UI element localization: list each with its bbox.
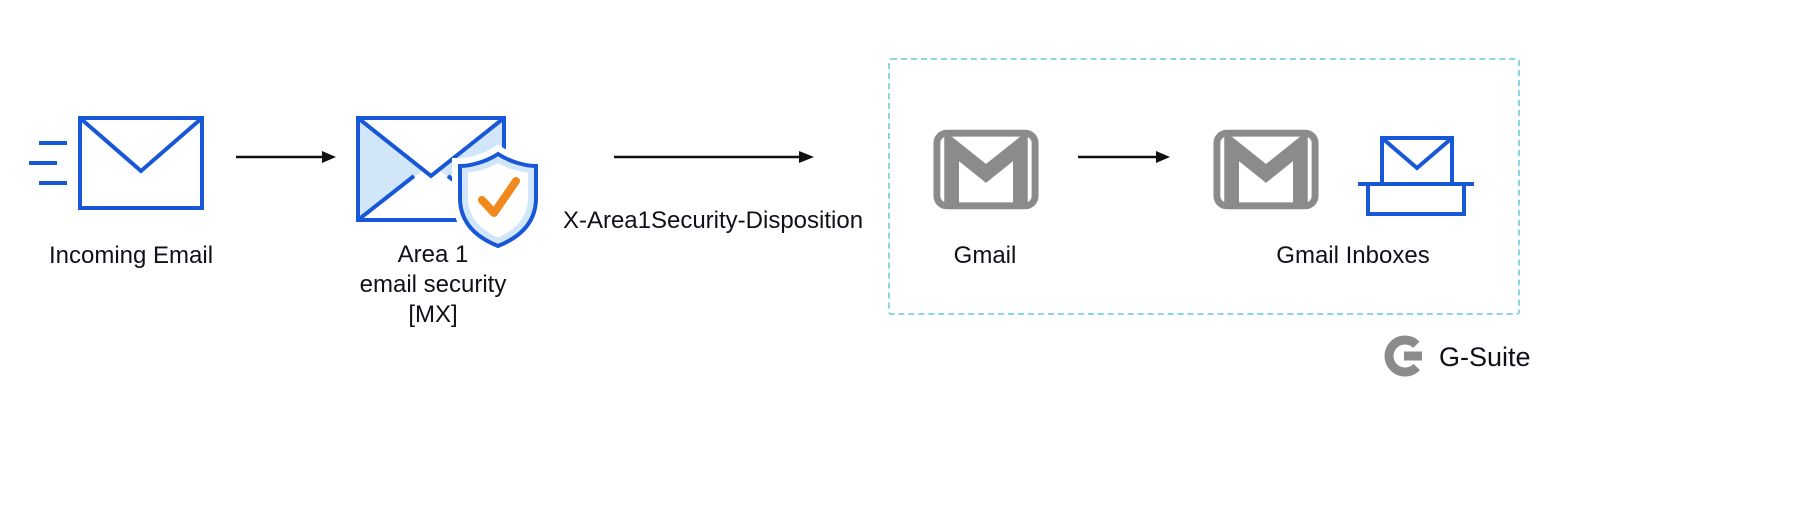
speed-lines-icon [29,141,67,185]
gmail-inboxes-label: Gmail Inboxes [1276,242,1430,269]
inbox-envelope-icon [1358,136,1474,216]
area1-label-line2: email security [359,271,507,298]
envelope-icon [1380,136,1454,188]
gmail-icon [1213,129,1319,210]
area1-label: Area 1 email security [MX] [303,240,563,330]
incoming-email-label: Incoming Email [48,242,214,269]
arrow-area1-to-gmail [614,151,814,163]
g-suite-boundary [888,58,1520,315]
arrow-gmail-to-inboxes [1078,151,1170,163]
disposition-header-label: X-Area1Security-Disposition [562,207,864,234]
shield-check-icon [452,144,544,250]
incoming-email-envelope-icon [29,116,204,210]
inbox-tray-icon [1358,182,1474,216]
gmail-icon [933,129,1039,210]
area1-label-line3: [MX] [408,301,458,328]
g-logo-icon [1384,335,1426,377]
g-suite-brand-label: G-Suite [1439,342,1531,372]
area1-label-line1: Area 1 [397,241,469,268]
arrow-incoming-to-area1 [236,151,336,163]
envelope-icon [78,116,204,210]
gmail-label: Gmail [953,242,1017,269]
envelope-shield-check-icon [356,116,544,250]
